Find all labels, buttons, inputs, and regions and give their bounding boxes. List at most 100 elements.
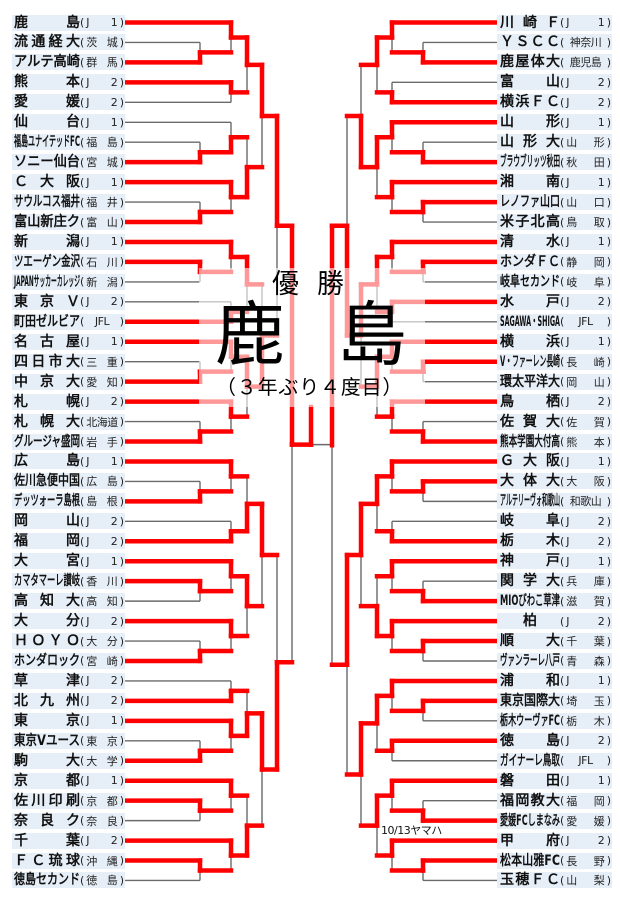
- team-name: 東京: [14, 713, 80, 729]
- team-row: 徳島J2: [497, 732, 612, 749]
- team-league-char: 島: [106, 475, 118, 489]
- team-league-char: 奈: [86, 814, 98, 828]
- team-league-value: 島根: [84, 493, 119, 509]
- team-name-text: 愛媛FCしまなみ: [500, 812, 560, 829]
- team-league-char: 1: [110, 774, 118, 788]
- team-league-char: 沖: [86, 854, 98, 868]
- team-league: 岡山: [560, 374, 611, 390]
- team-name-char: 浜: [546, 333, 560, 350]
- team-name-char: 甲: [500, 832, 514, 849]
- team-league-char: 香: [86, 575, 98, 589]
- team-league-char: J: [86, 95, 90, 109]
- team-league-value: 福岡: [564, 793, 606, 809]
- team-row: 仙台J1: [12, 114, 125, 131]
- team-league-char: 静: [566, 255, 578, 269]
- team-name: 佐賀大: [500, 414, 560, 430]
- team-name-char: 分: [66, 613, 80, 630]
- team-name-char: 賀: [523, 413, 537, 430]
- team-name-char: 新: [14, 233, 28, 250]
- team-league-char: 2: [597, 834, 605, 848]
- team-name-char: 玉: [500, 872, 514, 889]
- team-league-char: 口: [593, 196, 605, 210]
- team-league-value: 岡山: [564, 374, 606, 390]
- team-league-value: J2: [564, 535, 606, 548]
- team-name-text: 環太平洋大: [500, 373, 560, 390]
- team-league: J1: [80, 553, 124, 569]
- team-name: 大分: [14, 613, 80, 629]
- team-name: 神戸: [500, 553, 560, 569]
- team-league-value: J1: [564, 774, 606, 787]
- team-league-value: 静岡: [564, 254, 606, 270]
- team-league-char: J: [86, 115, 90, 129]
- team-league-char: 福: [566, 794, 578, 808]
- team-league-value: 長野: [564, 853, 606, 869]
- team-name: 新潟: [14, 234, 80, 250]
- team-name-char: Ｖ: [66, 293, 80, 310]
- team-league-char: 1: [597, 674, 605, 688]
- team-name: 磐田: [500, 773, 560, 789]
- team-name-text: 佐川急便中国: [14, 473, 80, 490]
- team-name-char: 栖: [546, 393, 560, 410]
- team-name-char: 熊: [14, 74, 28, 91]
- team-row: グルージャ盛岡岩手: [12, 433, 125, 450]
- team-league: J1: [560, 453, 611, 469]
- team-league-char: 2: [597, 75, 605, 89]
- team-name-char: Ｏ: [65, 633, 80, 650]
- team-league-value: J2: [84, 395, 119, 408]
- team-league-char: 秋: [566, 156, 578, 170]
- team-name-char: ク: [66, 812, 80, 829]
- team-name-char: 高: [545, 214, 560, 231]
- team-name-char: 印: [48, 792, 63, 809]
- team-league: J2: [560, 94, 611, 110]
- team-league: 奈良: [80, 813, 124, 829]
- team-name: 京都: [14, 773, 80, 789]
- team-row: 富山J2: [497, 74, 612, 91]
- team-name: カマタマーレ讃岐: [14, 573, 80, 589]
- team-name-char: 和: [546, 672, 560, 689]
- team-league-char: 重: [106, 355, 118, 369]
- team-row: 愛媛J2: [12, 94, 125, 111]
- team-name-char: 米: [500, 214, 514, 231]
- team-name-text: 東京国際大: [500, 692, 560, 709]
- team-league: J1: [560, 174, 611, 190]
- team-league-value: J2: [84, 615, 119, 628]
- team-league: 福井: [80, 194, 124, 210]
- team-name-char: 体: [530, 54, 545, 71]
- team-name: 山形: [500, 114, 560, 130]
- team-league: J1: [80, 713, 124, 729]
- team-name: 鳥栖: [500, 394, 560, 410]
- team-league-value: 大分: [84, 633, 119, 649]
- team-league: 宮城: [80, 154, 124, 170]
- team-name: ソニー仙台: [14, 154, 80, 170]
- team-row: 佐賀大佐賀: [497, 413, 612, 430]
- team-league-value: 群馬: [84, 54, 119, 70]
- team-row: サウルコス福井福井: [12, 194, 125, 211]
- team-league: J1: [560, 553, 611, 569]
- team-row: ツエーゲン金沢石川: [12, 253, 125, 270]
- team-league: 茨城: [80, 34, 124, 50]
- team-league: 埼玉: [560, 693, 611, 709]
- team-league-char: 野: [593, 854, 605, 868]
- team-league-char: 知: [106, 595, 118, 609]
- team-row: ヴァンラーレ八戸青森: [497, 652, 612, 669]
- team-league-char: J: [566, 75, 570, 89]
- team-league-char: 手: [106, 435, 118, 449]
- team-league: 青森: [560, 653, 611, 669]
- team-league-char: 分: [106, 635, 118, 649]
- team-name-char: 知: [40, 593, 54, 610]
- team-name-char: 通: [31, 34, 46, 51]
- team-name-char: 州: [66, 692, 80, 709]
- team-league-char: 徳: [86, 874, 98, 888]
- team-name-text: 富山新庄ク: [14, 214, 80, 231]
- team-league-char: J: [566, 295, 570, 309]
- team-league-char: 潟: [106, 275, 118, 289]
- team-league-char: 1: [110, 115, 118, 129]
- team-league-value: J1: [84, 16, 119, 29]
- team-league: 大学: [80, 753, 124, 769]
- team-league-char: 2: [110, 674, 118, 688]
- team-league-char: 山: [566, 874, 578, 888]
- team-name-char: Ｆ: [546, 14, 560, 31]
- team-name-char: 岡: [66, 533, 80, 550]
- team-name-char: 関: [500, 573, 514, 590]
